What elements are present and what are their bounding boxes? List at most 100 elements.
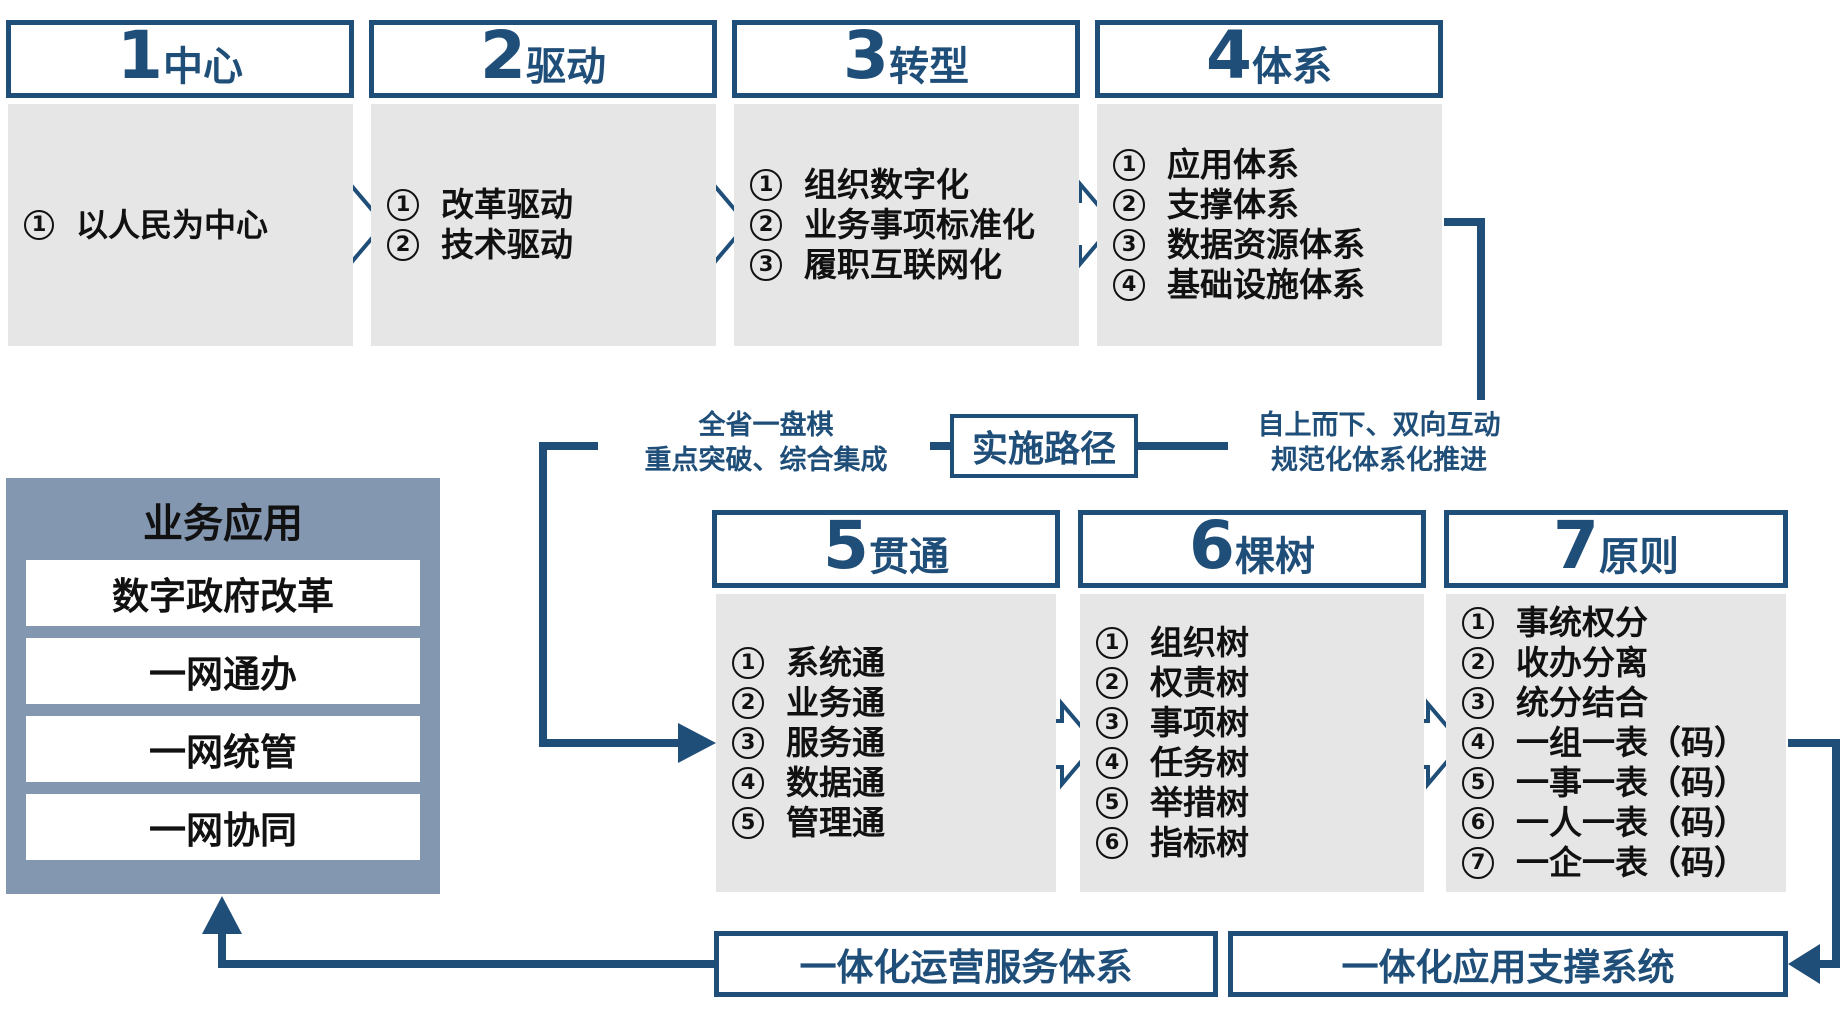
- circled-number-marker: 5: [1096, 787, 1128, 819]
- circled-number-marker: 4: [1113, 269, 1145, 301]
- section-1-card: 1 以人民为中心: [8, 104, 353, 346]
- section-6-card: 1 组织树 2 权责树 3 事项树 4 任务树 5 举措树 6 指标树: [1080, 594, 1424, 892]
- circled-number-marker: 3: [1096, 707, 1128, 739]
- circled-number-marker: 3: [750, 249, 782, 281]
- circled-number-marker: 4: [732, 767, 764, 799]
- list-item-text: 组织数字化: [804, 165, 969, 204]
- list-item: 3 服务通: [732, 723, 1056, 763]
- list-item: 1 事统权分: [1462, 603, 1786, 643]
- section-5-card: 1 系统通 2 业务通 3 服务通 4 数据通 5 管理通: [716, 594, 1056, 892]
- path-left-note-line-1: 全省一盘棋: [698, 410, 834, 441]
- section-1-title: 中心: [162, 44, 243, 90]
- circled-number-marker: 5: [732, 807, 764, 839]
- circled-number-marker: 3: [1113, 229, 1145, 261]
- path-left-note-line-2: 重点突破、综合集成: [644, 445, 888, 476]
- section-1-header: 1 中心: [6, 20, 354, 98]
- list-item-text: 事统权分: [1516, 603, 1648, 642]
- list-item-text: 支撑体系: [1167, 185, 1299, 224]
- section-3-header: 3 转型: [732, 20, 1080, 98]
- list-item: 7 一企一表（码）: [1462, 843, 1786, 883]
- section-7-number: 7: [1553, 507, 1599, 584]
- list-item: 1 组织数字化: [750, 165, 1079, 205]
- arrowhead-card5: [678, 723, 716, 763]
- circled-number-marker: 1: [1096, 627, 1128, 659]
- list-item-text: 收办分离: [1516, 643, 1648, 682]
- list-item-text: 一人一表（码）: [1516, 803, 1747, 842]
- business-item: 一网统管: [26, 716, 420, 782]
- list-item-text: 组织树: [1150, 623, 1249, 662]
- section-7-title: 原则: [1598, 534, 1679, 580]
- section-1-number: 1: [117, 17, 163, 94]
- list-item: 3 履职互联网化: [750, 245, 1079, 285]
- list-item: 2 技术驱动: [387, 225, 716, 265]
- circled-number-marker: 3: [732, 727, 764, 759]
- section-4-number: 4: [1206, 17, 1252, 94]
- section-4-header: 4 体系: [1095, 20, 1443, 98]
- business-item: 一网协同: [26, 794, 420, 860]
- list-item: 3 统分结合: [1462, 683, 1786, 723]
- list-item-text: 服务通: [786, 723, 885, 762]
- arrowhead-business: [202, 896, 242, 934]
- circled-number-marker: 7: [1462, 847, 1494, 879]
- list-item-text: 数据资源体系: [1167, 225, 1365, 264]
- list-item: 6 一人一表（码）: [1462, 803, 1786, 843]
- list-item-text: 一组一表（码）: [1516, 723, 1747, 762]
- circled-number-marker: 1: [24, 210, 54, 240]
- circled-number-marker: 2: [387, 229, 419, 261]
- circled-number-marker: 5: [1462, 767, 1494, 799]
- circled-number-marker: 2: [1113, 189, 1145, 221]
- path-right-note-line-2: 规范化体系化推进: [1271, 445, 1487, 476]
- line-operation-to-business: [218, 930, 714, 968]
- circled-number-marker: 2: [732, 687, 764, 719]
- list-item: 4 数据通: [732, 763, 1056, 803]
- list-item-text: 权责树: [1150, 663, 1249, 702]
- implementation-path-label: 实施路径: [950, 414, 1138, 478]
- list-item: 5 管理通: [732, 803, 1056, 843]
- arrowhead-support: [1788, 944, 1820, 984]
- path-left-note: 全省一盘棋 重点突破、综合集成: [612, 408, 920, 478]
- list-item-text: 统分结合: [1516, 683, 1648, 722]
- section-5-header: 5 贯通: [712, 510, 1060, 588]
- list-item-text: 管理通: [786, 803, 885, 842]
- list-item-text: 履职互联网化: [804, 245, 1002, 284]
- section-5-number: 5: [823, 507, 869, 584]
- line-card4-to-path: [1444, 218, 1485, 400]
- list-item-text: 数据通: [786, 763, 885, 802]
- circled-number-marker: 2: [750, 209, 782, 241]
- list-item: 1 系统通: [732, 643, 1056, 683]
- list-item-text: 业务事项标准化: [804, 205, 1035, 244]
- list-item: 2 权责树: [1096, 663, 1424, 703]
- list-item: 1 组织树: [1096, 623, 1424, 663]
- list-item: 5 一事一表（码）: [1462, 763, 1786, 803]
- list-item: 2 业务事项标准化: [750, 205, 1079, 245]
- circled-number-marker: 6: [1096, 827, 1128, 859]
- list-item-text: 业务通: [786, 683, 885, 722]
- list-item: 4 任务树: [1096, 743, 1424, 783]
- circled-number-marker: 6: [1462, 807, 1494, 839]
- list-item: 2 支撑体系: [1113, 185, 1442, 225]
- path-right-note: 自上而下、双向互动 规范化体系化推进: [1228, 408, 1530, 478]
- section-3-card: 1 组织数字化 2 业务事项标准化 3 履职互联网化: [734, 104, 1079, 346]
- list-item-text: 一企一表（码）: [1516, 843, 1747, 882]
- circled-number-marker: 2: [1462, 647, 1494, 679]
- section-2-card: 1 改革驱动 2 技术驱动: [371, 104, 716, 346]
- circled-number-marker: 1: [750, 169, 782, 201]
- circled-number-marker: 1: [732, 647, 764, 679]
- section-6-title: 棵树: [1234, 534, 1315, 580]
- list-item-text: 事项树: [1150, 703, 1249, 742]
- list-item-text: 应用体系: [1167, 145, 1299, 184]
- section-2-number: 2: [480, 17, 526, 94]
- circled-number-marker: 1: [387, 189, 419, 221]
- list-item: 3 数据资源体系: [1113, 225, 1442, 265]
- list-item: 3 事项树: [1096, 703, 1424, 743]
- list-item: 2 收办分离: [1462, 643, 1786, 683]
- section-6-number: 6: [1189, 507, 1235, 584]
- section-4-card: 1 应用体系 2 支撑体系 3 数据资源体系 4 基础设施体系: [1097, 104, 1442, 346]
- list-item-text: 指标树: [1150, 823, 1249, 862]
- list-item: 4 基础设施体系: [1113, 265, 1442, 305]
- list-item: 1 应用体系: [1113, 145, 1442, 185]
- section-5-title: 贯通: [868, 534, 949, 580]
- section-4-title: 体系: [1251, 44, 1332, 90]
- list-item: 5 举措树: [1096, 783, 1424, 823]
- list-item-text: 改革驱动: [441, 185, 573, 224]
